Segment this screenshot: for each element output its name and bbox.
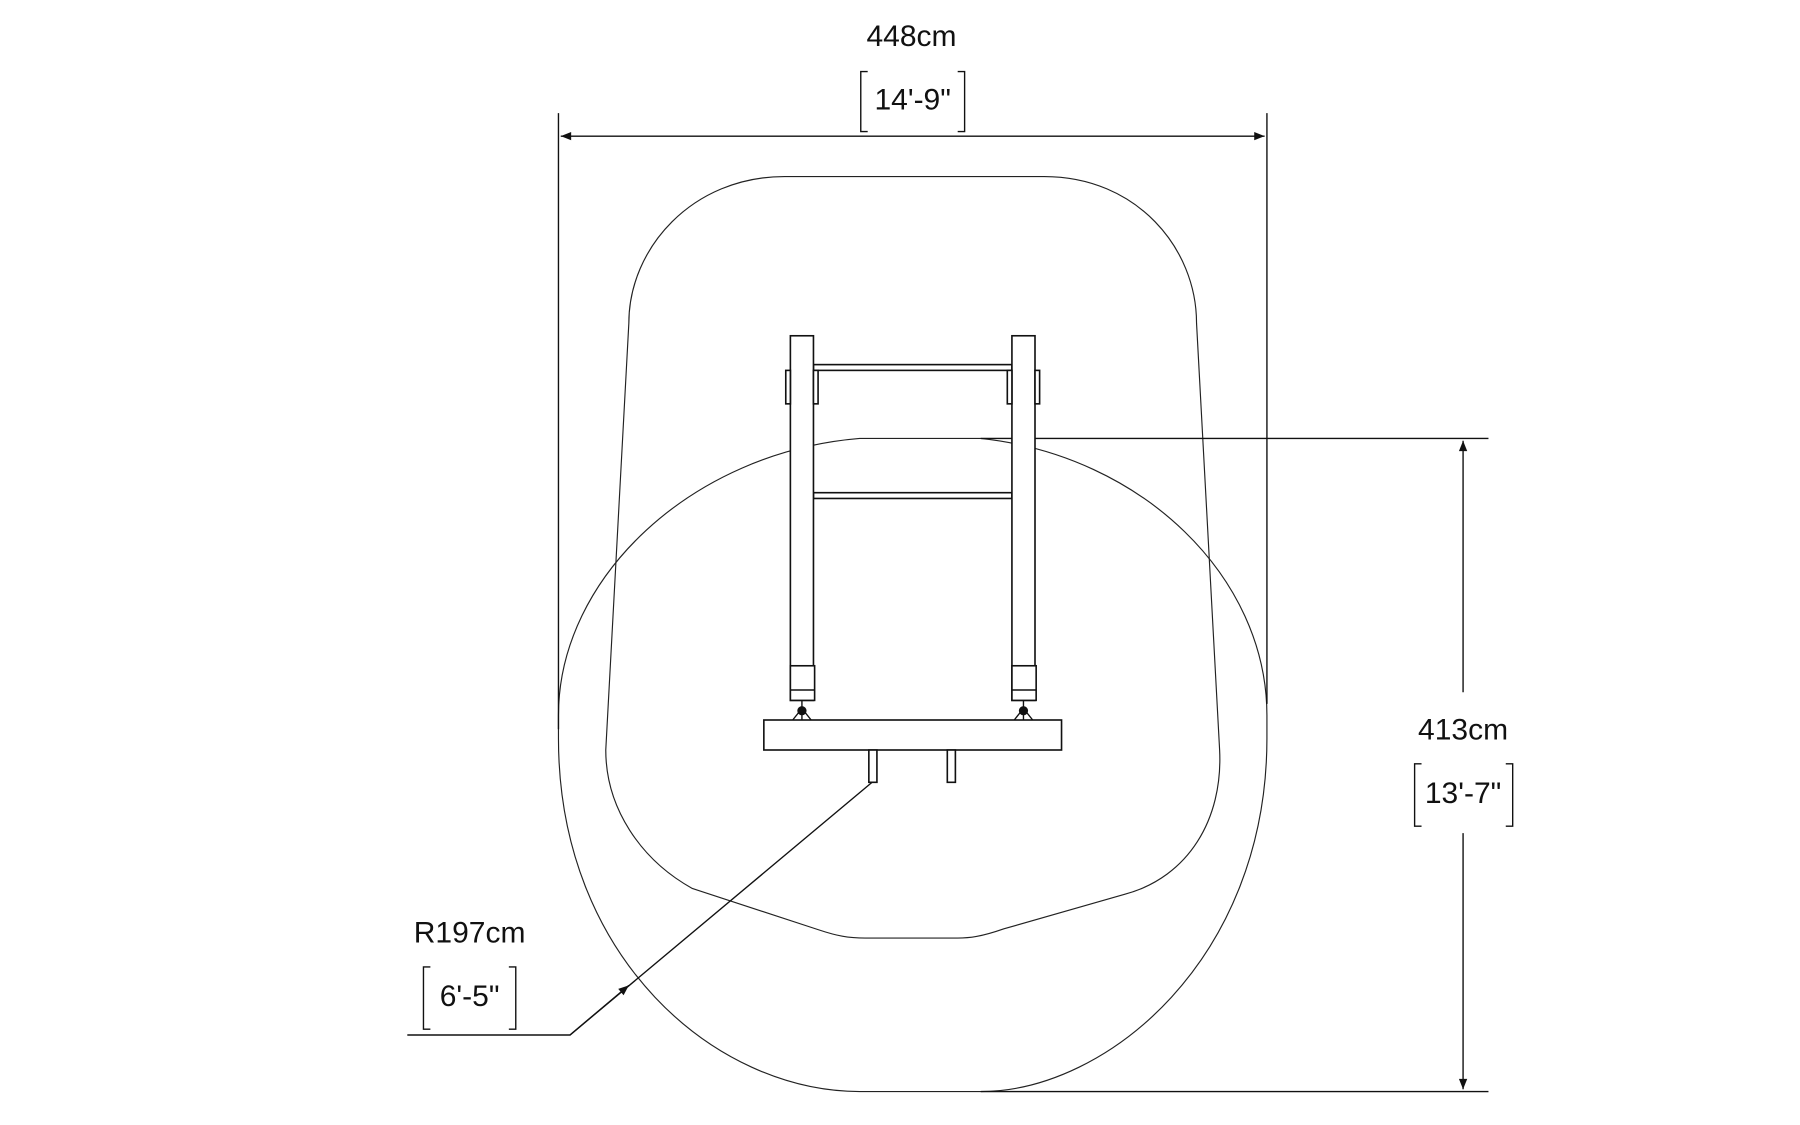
swing-frame: [763, 334, 1063, 784]
length-imperial-label: 13'-7": [1425, 777, 1501, 810]
left-hanger: [792, 700, 812, 721]
swing-arc-zone: [557, 437, 1268, 1093]
safety-zone-outline: [605, 175, 1221, 939]
swing-seat: [763, 719, 1063, 751]
right-hanger: [1013, 700, 1034, 721]
radius-dimension: R197cm 6'-5": [407, 780, 874, 1036]
radius-imperial-label: 6'-5": [440, 980, 500, 1013]
length-metric-label: 413cm: [1418, 714, 1508, 747]
right-post: [1011, 334, 1036, 702]
left-post: [789, 334, 815, 702]
width-dimension: 448cm 14'-9": [557, 20, 1268, 730]
width-metric-label: 448cm: [867, 20, 957, 53]
width-imperial-label: 14'-9": [874, 84, 950, 117]
radius-metric-label: R197cm: [414, 917, 526, 950]
length-dimension: 413cm 13'-7": [980, 437, 1514, 1093]
